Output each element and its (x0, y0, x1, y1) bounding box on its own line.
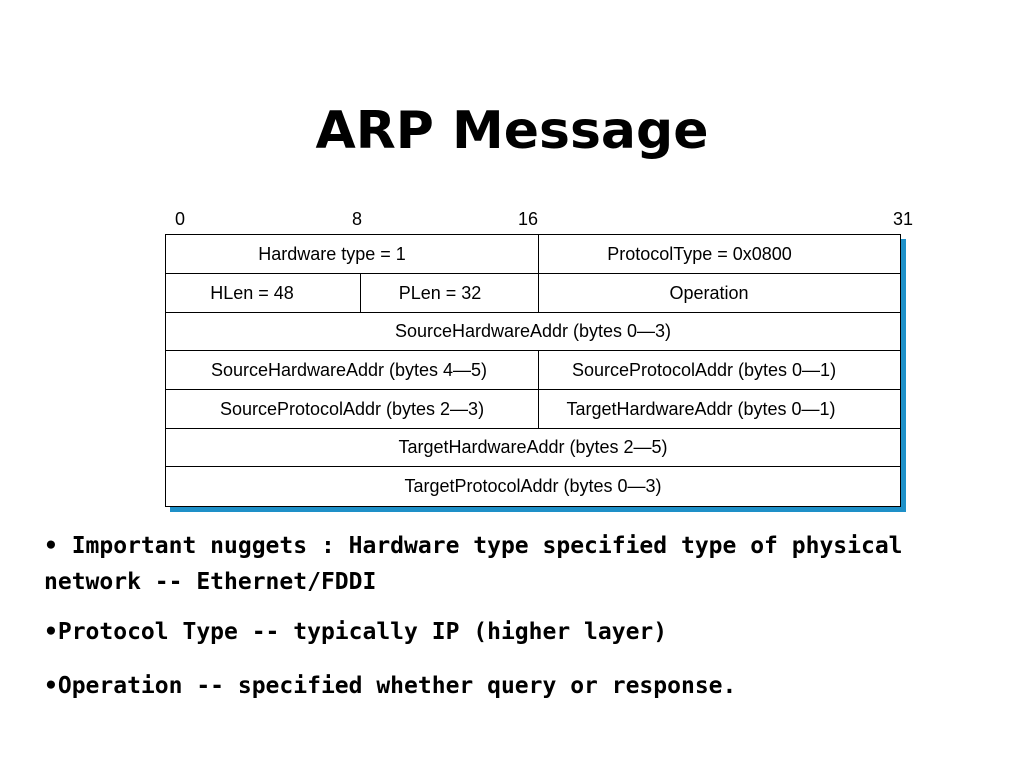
field-operation: Operation (669, 282, 749, 303)
column-divider (360, 273, 361, 312)
column-divider (538, 235, 539, 312)
row-divider (166, 389, 900, 390)
field-source-protocol-addr-2-3: SourceProtocolAddr (bytes 2—3) (219, 398, 485, 419)
field-plen: PLen = 32 (398, 282, 482, 303)
row-divider (166, 350, 900, 351)
bit-label-31: 31 (893, 209, 914, 229)
row-divider (166, 428, 900, 429)
row-divider (166, 466, 900, 467)
bullet-list: • Important nuggets : Hardware type spec… (44, 528, 974, 722)
field-hlen: HLen = 48 (210, 282, 294, 303)
bullet-hardware-type: • Important nuggets : Hardware type spec… (44, 533, 903, 595)
bullet-protocol-type: •Protocol Type -- typically IP (higher l… (44, 619, 668, 645)
field-target-hardware-addr-2-5: TargetHardwareAddr (bytes 2—5) (398, 437, 668, 457)
row-divider (166, 312, 900, 313)
arp-packet-diagram: Hardware type = 1 ProtocolType = 0x0800 … (165, 234, 901, 507)
slide-title: ARP Message (315, 101, 709, 161)
field-hardware-type: Hardware type = 1 (258, 243, 406, 264)
bit-label-0: 0 (175, 209, 186, 229)
bullet-operation: •Operation -- specified whether query or… (44, 673, 737, 699)
field-target-protocol-addr-0-3: TargetProtocolAddr (bytes 0—3) (404, 476, 662, 496)
row-divider (166, 273, 900, 274)
bit-label-16: 16 (518, 209, 539, 229)
field-protocol-type: ProtocolType = 0x0800 (607, 243, 792, 264)
bit-label-8: 8 (352, 209, 363, 229)
column-divider (538, 350, 539, 428)
field-source-hardware-addr-0-3: SourceHardwareAddr (bytes 0—3) (394, 321, 672, 341)
field-source-hardware-addr-4-5: SourceHardwareAddr (bytes 4—5) (210, 359, 488, 380)
field-target-hardware-addr-0-1: TargetHardwareAddr (bytes 0—1) (566, 398, 836, 419)
field-source-protocol-addr-0-1: SourceProtocolAddr (bytes 0—1) (571, 359, 837, 380)
